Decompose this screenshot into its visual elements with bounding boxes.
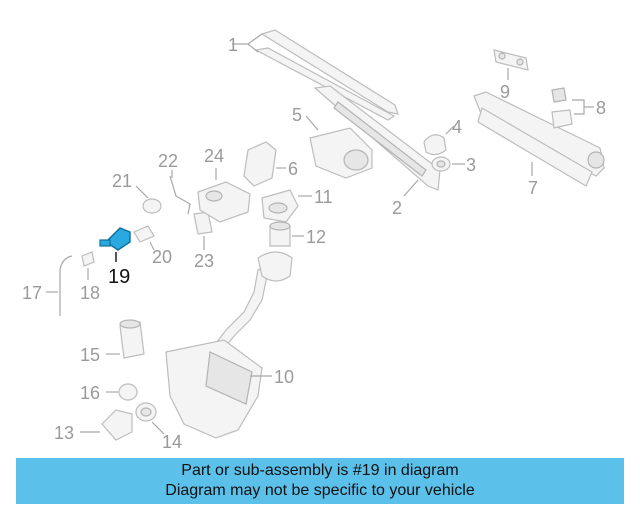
part-23-connector: 23 [193, 211, 214, 271]
callout-5: 5 [292, 105, 302, 125]
callout-22: 22 [158, 151, 178, 171]
callout-4: 4 [452, 117, 462, 137]
part-9-plate: 9 [493, 49, 529, 102]
part-11-seal: 11 [261, 187, 333, 223]
part-5-wiper-motor: 5 [292, 105, 373, 179]
callout-15: 15 [80, 345, 100, 365]
callout-14: 14 [162, 432, 182, 452]
part-18-connector: 18 [80, 251, 100, 303]
callout-18: 18 [80, 283, 100, 303]
callout-17: 17 [22, 283, 42, 303]
callout-2: 2 [392, 198, 402, 218]
banner-line-2: Diagram may not be specific to your vehi… [165, 482, 475, 499]
callout-20: 20 [152, 247, 172, 267]
part-7-linkage: 7 [473, 91, 605, 198]
part-24-housing: 24 [197, 146, 251, 223]
callout-3: 3 [466, 155, 476, 175]
part-13-pump: 13 [54, 409, 133, 443]
part-12-cap: 12 [257, 221, 326, 282]
part-6-bracket: 6 [243, 141, 298, 187]
part-3-nut: 3 [431, 155, 476, 175]
callout-19: 19 [108, 266, 130, 288]
info-banner: Part or sub-assembly is #19 in diagram D… [16, 458, 624, 504]
part-15-pump-motor: 15 [80, 319, 145, 365]
callout-23: 23 [194, 251, 214, 271]
callout-24: 24 [204, 146, 224, 166]
part-17-hose: 17 [22, 255, 73, 316]
part-4-cap: 4 [423, 117, 462, 156]
callout-16: 16 [80, 383, 100, 403]
parts-diagram: 1 2 3 4 5 6 7 [22, 29, 606, 452]
part-10-reservoir: 10 [165, 260, 294, 439]
part-14-grommet: 14 [135, 402, 182, 452]
callout-10: 10 [274, 367, 294, 387]
part-8-grommet: 8 [551, 87, 606, 129]
part-19-highlighted: 19 [99, 227, 131, 288]
callout-11: 11 [314, 187, 333, 207]
callout-7: 7 [528, 178, 538, 198]
callout-1: 1 [228, 35, 238, 55]
part-2-wiper-arm: 2 [313, 85, 441, 218]
part-20-elbow: 20 [133, 225, 172, 267]
part-1-wiper-arm: 1 [228, 29, 399, 121]
banner-line-1: Part or sub-assembly is #19 in diagram [181, 462, 459, 479]
part-22-line: 22 [158, 151, 191, 215]
callout-8: 8 [596, 98, 606, 118]
part-21-grommet: 21 [112, 171, 162, 214]
callout-13: 13 [54, 423, 74, 443]
callout-9: 9 [500, 82, 510, 102]
callout-12: 12 [306, 227, 326, 247]
part-16-grommet: 16 [80, 383, 138, 403]
callout-6: 6 [288, 159, 298, 179]
callout-21: 21 [112, 171, 132, 191]
